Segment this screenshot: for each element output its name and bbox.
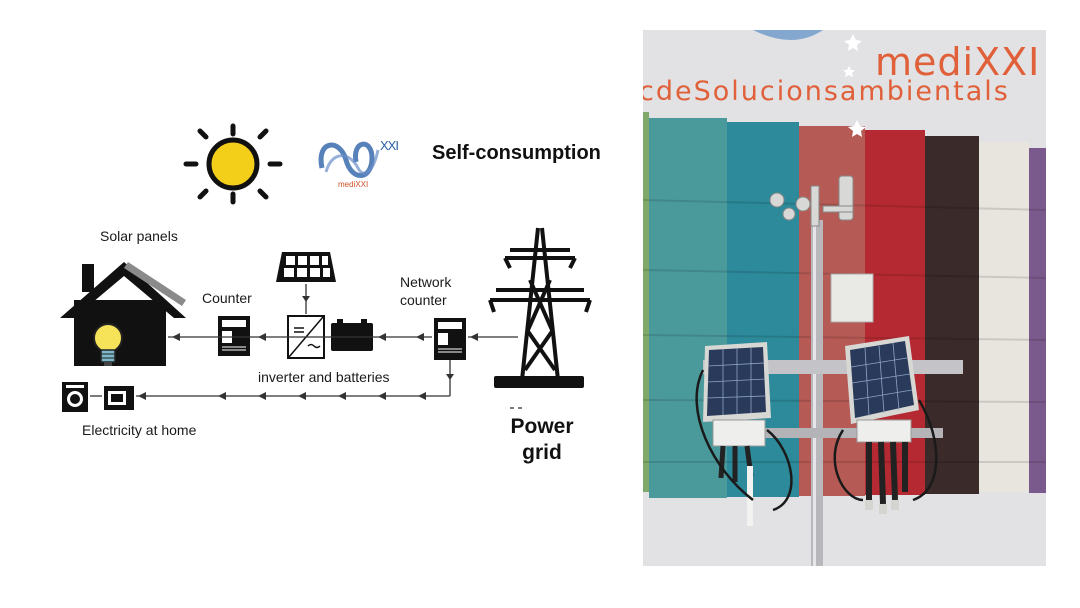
label-counter: Counter [202,290,252,306]
wall-logo-icon [753,30,823,40]
cables [695,369,938,512]
weather-station-pole [811,220,823,566]
power-tower-icon [488,227,592,388]
sensor-box [830,273,874,323]
wall-brand-text: mediXXI [875,40,1041,84]
battery-icon [331,319,373,351]
self-consumption-diagram: Self-consumption XXI mediXXI Solar panel… [60,123,601,466]
meter-icon [218,316,250,356]
weather-station-photo: mediXXI cdeSolucionsambientals [643,30,1046,566]
mounting-crossbar-lower [723,428,943,438]
washing-machine-icon [62,382,88,412]
logo-suffix: XXI [380,138,399,153]
wall-tagline-text: cdeSolucionsambientals [643,76,1010,107]
solar-panel-icon [276,252,336,282]
microwave-icon [104,386,134,410]
photo-graphics [643,30,1046,566]
anemometer-icon [769,175,854,227]
solar-panel-right-icon [845,336,919,514]
solar-panel-left-icon [703,342,771,526]
label-inverter-batteries: inverter and batteries [258,369,390,385]
diagram-title: Self-consumption [432,142,601,164]
label-power-grid-line2: grid [522,441,562,464]
label-solar-panels: Solar panels [100,228,178,244]
network-meter-icon [434,318,466,360]
label-electricity-home: Electricity at home [82,422,197,438]
label-network-counter-line1: Network [400,274,452,290]
label-power-grid: Power grid [510,414,574,466]
star-decoration-icon [843,34,866,137]
label-network-counter-line2: counter [400,292,447,308]
logo-name: mediXXI [338,180,369,189]
label-network-counter: Network counter [400,273,451,309]
diagram-graphics [60,123,592,412]
connection-lines [90,284,522,409]
label-power-grid-line1: Power [510,415,574,438]
sun-icon [183,123,283,205]
house-icon [60,262,186,366]
light-bulb-icon [93,323,123,366]
medixxi-logo-icon [318,141,380,178]
